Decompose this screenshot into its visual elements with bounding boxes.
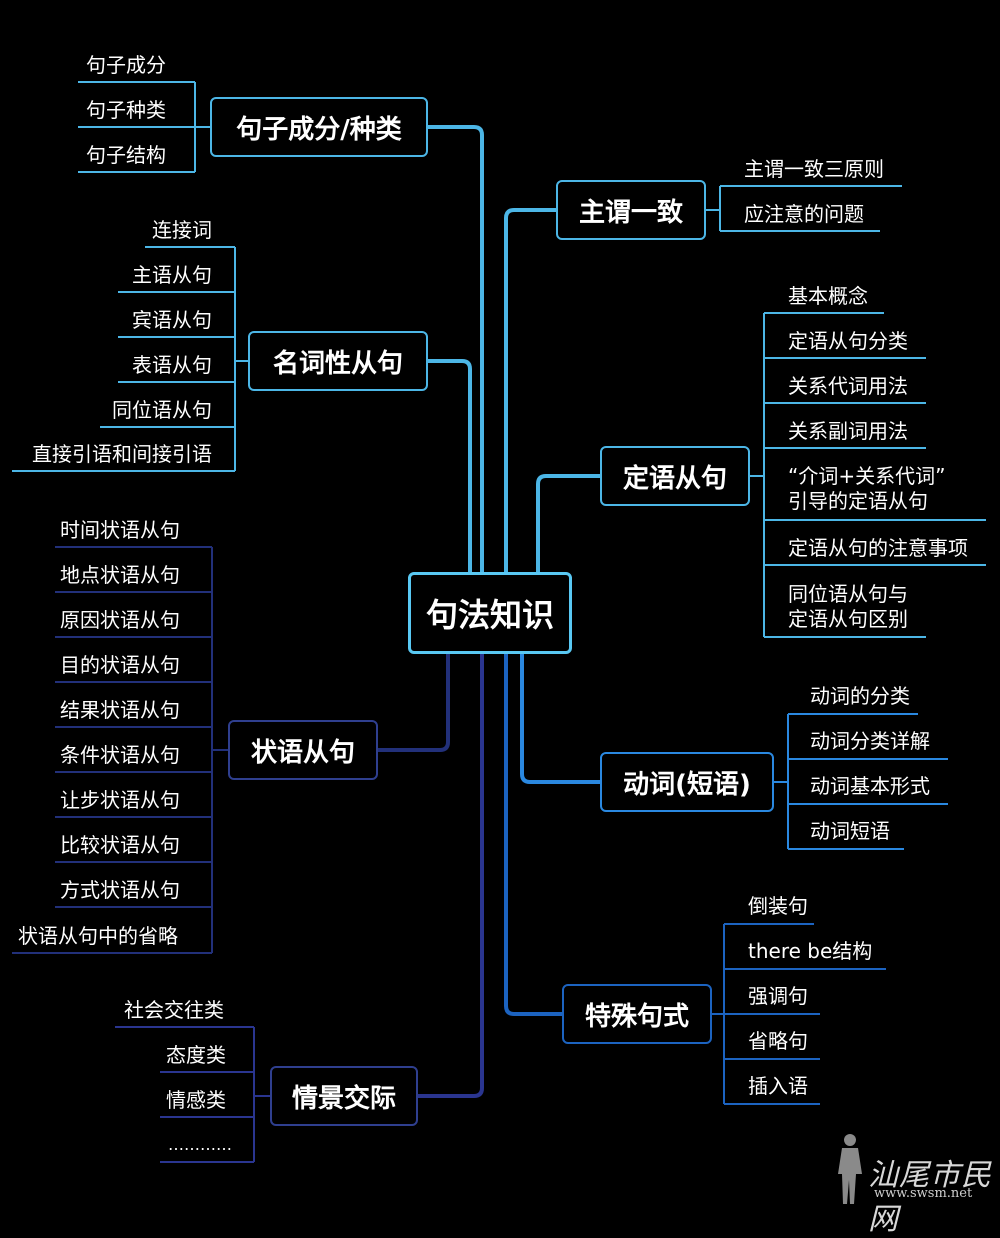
leaf-item[interactable]: 连接词 xyxy=(152,218,212,242)
leaf-item[interactable]: 方式状语从句 xyxy=(60,878,180,902)
leaf-item[interactable]: 关系副词用法 xyxy=(788,419,908,443)
leaf-item[interactable]: 状语从句中的省略 xyxy=(18,924,178,948)
leaf-item[interactable]: 应注意的问题 xyxy=(744,202,864,226)
topic-attributive-clause[interactable]: 定语从句 xyxy=(600,446,750,506)
leaf-item[interactable]: 表语从句 xyxy=(132,353,212,377)
leaf-lines-attributive-clause xyxy=(750,312,986,638)
leaf-item[interactable]: 地点状语从句 xyxy=(60,563,180,587)
leaf-item[interactable]: 目的状语从句 xyxy=(60,653,180,677)
leaf-item[interactable]: 比较状语从句 xyxy=(60,833,180,857)
leaf-item[interactable]: 主谓一致三原则 xyxy=(744,157,884,181)
leaf-item[interactable]: 省略句 xyxy=(748,1029,808,1053)
leaf-item[interactable]: 句子成分 xyxy=(86,53,166,77)
topic-subject-verb-agreement[interactable]: 主谓一致 xyxy=(556,180,706,240)
leaf-item[interactable]: 情感类 xyxy=(166,1088,226,1112)
leaf-item[interactable]: 同位语从句与 定语从句区别 xyxy=(788,582,908,631)
leaf-item[interactable]: 定语从句分类 xyxy=(788,329,908,353)
leaf-item[interactable]: 动词分类详解 xyxy=(810,729,930,753)
leaf-lines-noun-clause xyxy=(12,246,248,472)
leaf-lines-agreement xyxy=(706,185,902,232)
connector-branch-3 xyxy=(378,654,450,752)
topic-noun-clause[interactable]: 名词性从句 xyxy=(248,331,428,391)
mind-map: 句法知识 句子成分/种类 名词性从句 状语从句 情景交际 主谓一致 定语从句 动… xyxy=(12,53,991,1237)
leaf-lines-situational xyxy=(115,1026,270,1163)
connector-branch-1 xyxy=(428,125,484,572)
connector-branch-8 xyxy=(504,654,562,1016)
topic-sentence-components[interactable]: 句子成分/种类 xyxy=(210,97,428,157)
connector-branch-7 xyxy=(520,654,600,784)
leaf-item[interactable]: 让步状语从句 xyxy=(60,788,180,812)
topic-verb-phrase[interactable]: 动词(短语) xyxy=(600,752,774,812)
leaf-item[interactable]: 同位语从句 xyxy=(112,398,212,422)
leaf-item[interactable]: 定语从句的注意事项 xyxy=(788,536,968,560)
connector-branch-5 xyxy=(504,208,556,572)
leaf-item[interactable]: there be结构 xyxy=(748,939,873,963)
center-node[interactable]: 句法知识 xyxy=(408,572,572,654)
leaf-item[interactable]: 句子种类 xyxy=(86,98,166,122)
leaf-item[interactable]: 主语从句 xyxy=(132,263,212,287)
leaf-item[interactable]: 句子结构 xyxy=(86,143,166,167)
topic-adverbial-clause[interactable]: 状语从句 xyxy=(228,720,378,780)
leaf-lines-verb xyxy=(774,713,948,850)
connector-branch-2 xyxy=(428,359,472,572)
topic-situational-dialogue[interactable]: 情景交际 xyxy=(270,1066,418,1126)
leaf-item[interactable]: 动词短语 xyxy=(810,819,890,843)
leaf-item[interactable]: 宾语从句 xyxy=(132,308,212,332)
connector-branch-4 xyxy=(418,654,484,1098)
topic-special-sentences[interactable]: 特殊句式 xyxy=(562,984,712,1044)
leaf-item[interactable]: 条件状语从句 xyxy=(60,743,180,767)
leaf-item[interactable]: 直接引语和间接引语 xyxy=(32,442,212,466)
leaf-item[interactable]: 关系代词用法 xyxy=(788,374,908,398)
leaf-item[interactable]: 态度类 xyxy=(166,1043,226,1067)
leaf-item[interactable]: 社会交往类 xyxy=(124,998,224,1022)
leaf-item[interactable]: 结果状语从句 xyxy=(60,698,180,722)
leaf-item[interactable]: ………… xyxy=(168,1135,232,1154)
connector-lines xyxy=(12,81,986,1163)
leaf-lines-sentence xyxy=(78,81,210,173)
connector-branch-6 xyxy=(536,474,600,572)
leaf-item[interactable]: 动词的分类 xyxy=(810,684,910,708)
watermark-url: www.swsm.net xyxy=(874,1186,973,1201)
leaf-item[interactable]: 强调句 xyxy=(748,984,808,1008)
leaf-item[interactable]: 动词基本形式 xyxy=(810,774,930,798)
leaf-lines-adverbial-clause xyxy=(12,546,228,954)
leaf-item[interactable]: “介词+关系代词” 引导的定语从句 xyxy=(788,464,946,513)
leaf-item[interactable]: 原因状语从句 xyxy=(60,608,180,632)
leaf-item[interactable]: 基本概念 xyxy=(788,284,868,308)
leaf-lines-special-sentence xyxy=(712,923,886,1105)
leaf-item[interactable]: 倒装句 xyxy=(748,894,808,918)
leaf-item[interactable]: 时间状语从句 xyxy=(60,518,180,542)
leaf-item[interactable]: 插入语 xyxy=(748,1074,808,1098)
watermark-figure-icon xyxy=(838,1134,862,1204)
